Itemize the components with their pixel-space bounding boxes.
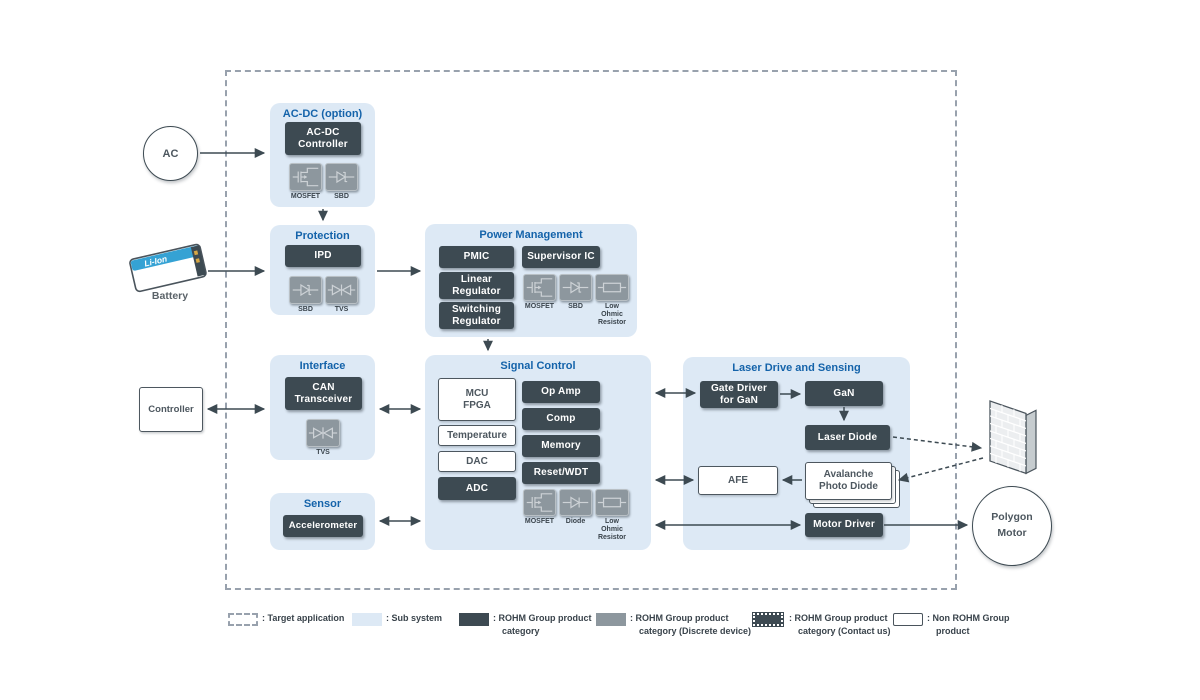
reset-wdt-box: Reset/WDT [522,462,600,484]
legend-discrete-swatch [596,613,626,626]
battery-type-label: Li-Ion [143,254,168,269]
subsystem-power-management: Power Management PMIC Supervisor IC Line… [425,224,637,337]
mosfet-icon-label: MOSFET [290,193,321,200]
tvs-icon-label: TVS [316,449,330,456]
low-ohmic-resistor-icon-label: Low Ohmic Resistor [597,303,626,326]
subsystem-signal-title: Signal Control [500,360,576,372]
can-transceiver-box: CAN Transceiver [285,377,362,410]
subsystem-acdc-title: AC-DC (option) [282,108,363,120]
low-ohmic-resistor-icon [595,274,629,301]
polygon-motor: Polygon Motor [972,486,1052,566]
sbd-icon-label: SBD [298,306,313,313]
low-ohmic-resistor-icon-label: Low Ohmic Resistor [597,518,626,541]
controller-label: Controller [148,403,194,415]
sbd-icon-label: SBD [568,303,583,310]
legend-non-rohm-swatch [893,613,923,626]
diode-icon-label: Diode [565,518,586,525]
subsystem-interface-title: Interface [299,360,346,372]
laser-diode-box: Laser Diode [805,425,890,450]
gate-driver-gan-box: Gate Driver for GaN [700,381,778,408]
comp-box: Comp [522,408,600,430]
subsystem-protection: Protection IPD SBD TVS [270,225,375,315]
ipd-box: IPD [285,245,361,267]
wall-icon [989,400,1037,475]
legend-subsystem-swatch [352,613,382,626]
legend-rohm-product-swatch [459,613,489,626]
subsystem-protection-title: Protection [295,230,350,242]
supervisor-ic-box: Supervisor IC [522,246,600,268]
op-amp-box: Op Amp [522,381,600,403]
sbd-icon [559,274,592,301]
legend-subsystem-label: : Sub system [386,613,443,623]
accelerometer-box: Accelerometer [283,515,363,537]
battery-label: Battery [151,290,189,302]
linear-regulator-box: Linear Regulator [439,272,514,299]
legend-target-label: : Target application [262,613,345,623]
temperature-box: Temperature [438,425,516,446]
motor-driver-box: Motor Driver [805,513,883,537]
ac-label: AC [162,147,179,160]
subsystem-acdc: AC-DC (option) AC-DC Controller MOSFET S… [270,103,375,207]
sbd-icon-label: SBD [334,193,349,200]
legend-non-rohm-label: : Non ROHM Group product [927,613,1010,636]
ac-source: AC [143,126,198,181]
acdc-controller-box: AC-DC Controller [285,122,361,155]
target-application-boundary [225,70,957,590]
tvs-icon [306,419,340,447]
adc-box: ADC [438,477,516,500]
diode-icon [559,489,592,516]
subsystem-power-title: Power Management [479,229,583,241]
dac-box: DAC [438,451,516,472]
avalanche-photo-diode-box: Avalanche Photo Diode [805,462,892,500]
tvs-icon-label: TVS [334,306,349,313]
legend-contact-swatch [753,613,783,626]
mosfet-icon-label: MOSFET [524,518,555,525]
sbd-icon [289,276,322,304]
subsystem-laser-title: Laser Drive and Sensing [732,362,861,374]
low-ohmic-resistor-icon [595,489,629,516]
legend-discrete-label: : ROHM Group product category (Discrete … [630,613,752,636]
mosfet-icon [523,274,556,301]
mcu-fpga-box: MCU FPGA [438,378,516,421]
subsystem-sensor-title: Sensor [303,498,342,510]
legend-contact-label: : ROHM Group product category (Contact u… [789,613,891,636]
controller-box: Controller [139,387,203,432]
tvs-icon [325,276,358,304]
mosfet-icon [523,489,556,516]
memory-box: Memory [522,435,600,457]
sbd-icon [325,163,358,191]
mosfet-icon-label: MOSFET [524,303,555,310]
pmic-box: PMIC [439,246,514,268]
subsystem-laser-drive: Laser Drive and Sensing Gate Driver for … [683,357,910,550]
afe-box: AFE [698,466,778,495]
switching-regulator-box: Switching Regulator [439,302,514,329]
mosfet-icon [289,163,322,191]
subsystem-sensor: Sensor Accelerometer [270,493,375,550]
legend-rohm-product-label: : ROHM Group product category [493,613,592,636]
polygon-motor-label: Polygon Motor [991,511,1033,539]
subsystem-interface: Interface CAN Transceiver TVS [270,355,375,460]
gan-box: GaN [805,381,883,406]
subsystem-signal-control: Signal Control MCU FPGA Temperature DAC … [425,355,651,550]
legend-target-swatch [228,613,258,626]
